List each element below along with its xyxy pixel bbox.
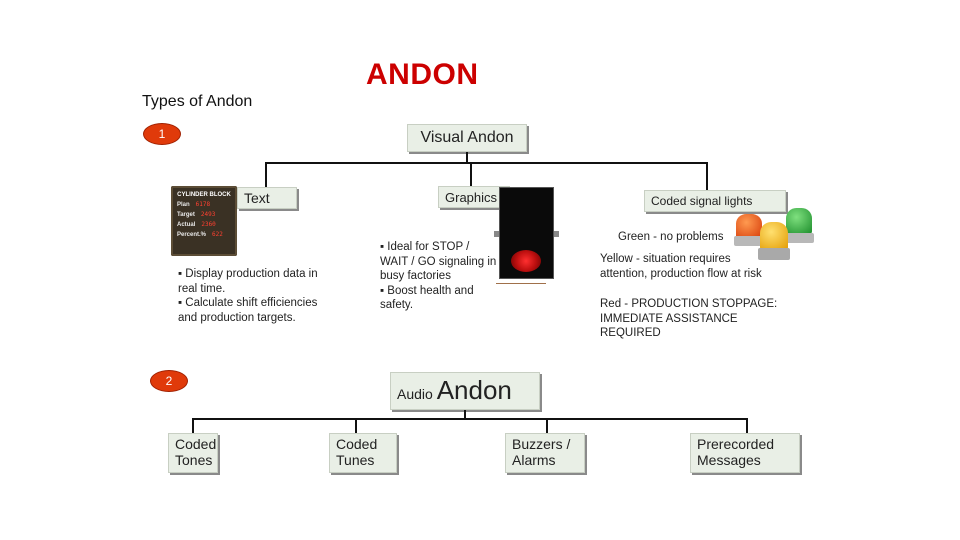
page-title: ANDON: [366, 58, 479, 91]
connector: [546, 418, 548, 434]
bullet-item: Boost health and safety.: [380, 284, 498, 313]
graphics-box: Graphics: [438, 186, 510, 208]
connector: [706, 162, 708, 190]
red-light-icon: [511, 250, 541, 272]
bullet-item: Display production data in real time.: [178, 267, 338, 296]
step-marker-2: 2: [150, 370, 188, 392]
board-header: CYLINDER BLOCK: [177, 192, 231, 198]
connector: [265, 162, 267, 188]
signal-note-yellow: Yellow - situation requires attention, p…: [600, 253, 762, 280]
connector: [355, 418, 357, 434]
buzzers-alarms-box: Buzzers / Alarms: [505, 433, 585, 473]
board-row: Percent.%622: [177, 231, 223, 238]
coded-tones-box: Coded Tones: [168, 433, 218, 473]
connector: [265, 162, 708, 164]
coded-tunes-box: Coded Tunes: [329, 433, 397, 473]
connector: [192, 418, 748, 420]
bullet-item: Ideal for STOP / WAIT / GO signaling in …: [380, 240, 498, 284]
connector: [466, 152, 468, 163]
connector: [192, 418, 194, 434]
connector: [464, 410, 466, 419]
connector: [746, 418, 748, 434]
graphics-bullets: Ideal for STOP / WAIT / GO signaling in …: [380, 240, 498, 313]
audio-andon-heading: Audio Andon: [390, 372, 540, 410]
section-subtitle: Types of Andon: [142, 93, 253, 110]
visual-andon-heading: Visual Andon: [407, 124, 527, 152]
connector: [470, 162, 472, 188]
pointer-line: [496, 283, 546, 284]
signal-note-green: Green - no problems: [618, 231, 724, 243]
text-bullets: Display production data in real time. Ca…: [178, 267, 338, 325]
coded-signal-lights-box: Coded signal lights: [644, 190, 786, 212]
step-marker-1: 1: [143, 123, 181, 145]
traffic-light-image: [494, 187, 559, 279]
signal-beacons-image: [732, 206, 816, 262]
bullet-item: Calculate shift efficiencies and product…: [178, 296, 338, 325]
text-box: Text: [237, 187, 297, 209]
prerecorded-messages-box: Prerecorded Messages: [690, 433, 800, 473]
signal-note-red: Red - PRODUCTION STOPPAGE: IMMEDIATE ASS…: [600, 298, 778, 339]
